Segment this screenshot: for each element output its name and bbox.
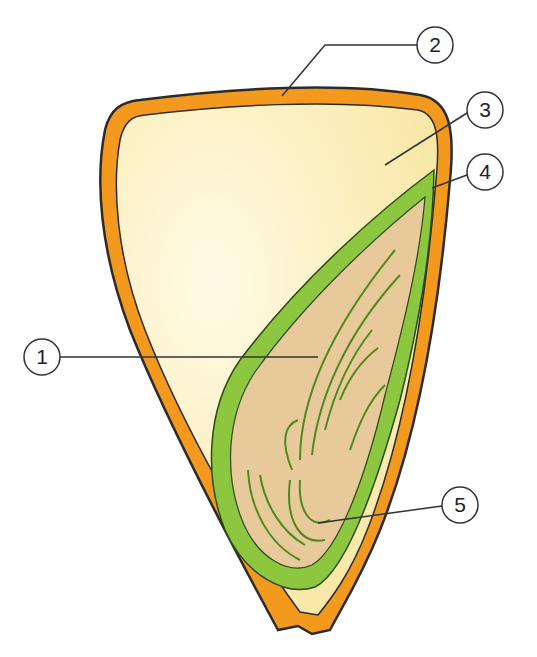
callout-number: 3 xyxy=(468,93,502,127)
endosperm xyxy=(116,104,437,615)
embryo-lines xyxy=(248,250,400,560)
scutellum xyxy=(211,170,434,589)
seed-coat xyxy=(100,87,451,634)
callout-number: 5 xyxy=(443,488,477,522)
callout-number: 1 xyxy=(25,340,59,374)
leader-lines xyxy=(60,45,467,523)
callout-circles xyxy=(24,27,503,523)
callout-number: 4 xyxy=(468,155,502,189)
callout-number: 2 xyxy=(418,28,452,62)
